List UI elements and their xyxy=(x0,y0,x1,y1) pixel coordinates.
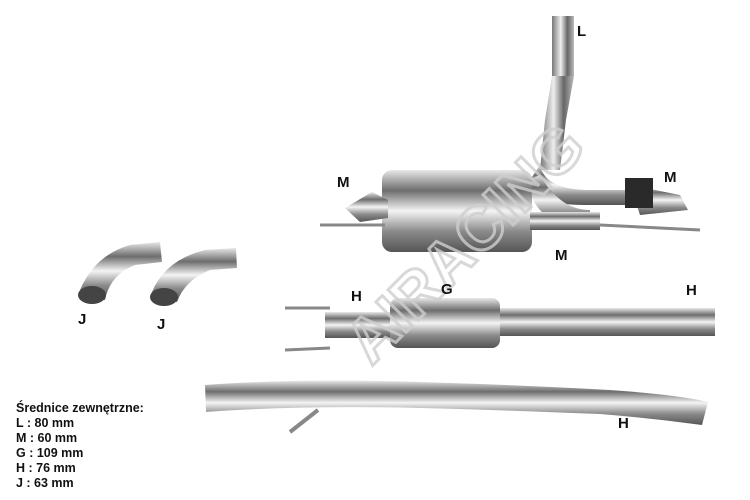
label-J: J xyxy=(78,311,87,328)
label-H: H xyxy=(351,288,362,305)
label-H: H xyxy=(618,415,629,432)
label-H: H xyxy=(686,282,697,299)
legend-item: L : 80 mm xyxy=(16,416,75,430)
front-pipe-H xyxy=(205,380,708,434)
legend-title: Średnice zewnętrzne: xyxy=(16,401,144,415)
rear-muffler xyxy=(320,170,701,252)
label-M: M xyxy=(337,174,350,191)
legend-item: H : 76 mm xyxy=(16,461,76,475)
legend-item: J : 63 mm xyxy=(16,476,74,490)
label-M: M xyxy=(664,169,677,186)
label-L: L xyxy=(577,23,587,40)
legend-item: G : 109 mm xyxy=(16,446,84,460)
legend-item: M : 60 mm xyxy=(16,431,78,445)
label-M: M xyxy=(555,247,568,264)
mid-pipe-G xyxy=(284,298,715,352)
label-G: G xyxy=(441,281,453,298)
label-J: J xyxy=(157,316,166,333)
tips-J xyxy=(78,242,237,306)
diameter-legend: Średnice zewnętrzne: L : 80 mm M : 60 mm… xyxy=(16,401,144,491)
